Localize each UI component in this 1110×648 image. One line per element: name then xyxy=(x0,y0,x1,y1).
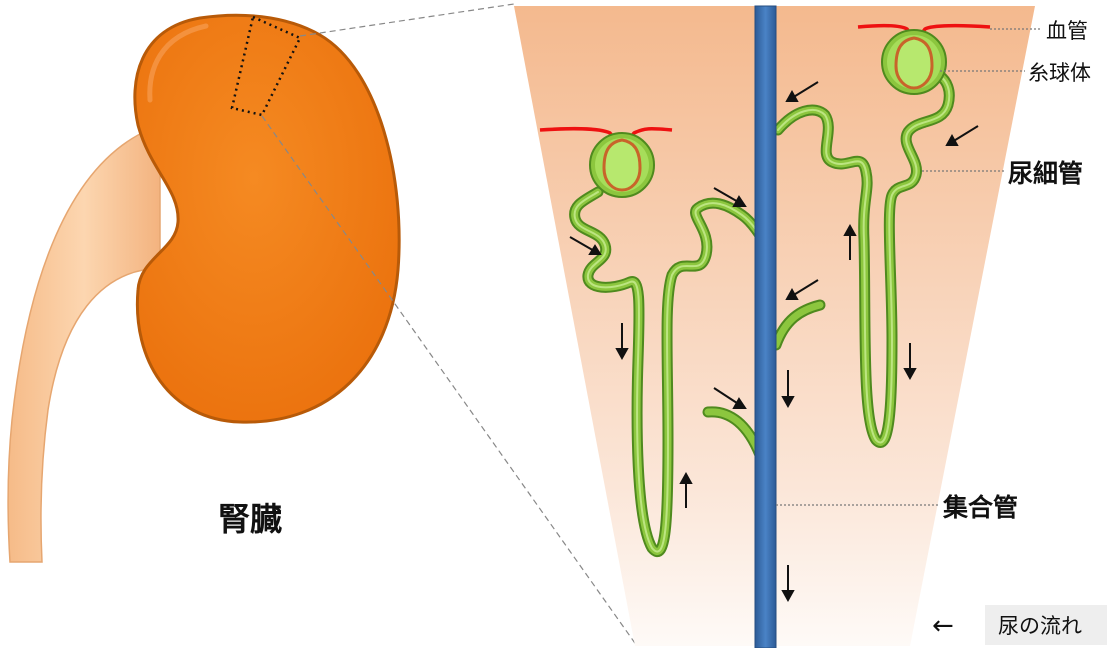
renal-tubule-label: 尿細管 xyxy=(1008,159,1083,188)
collecting-duct xyxy=(755,6,776,648)
zoom-guide-top xyxy=(300,4,514,36)
left-glomerulus xyxy=(590,133,654,197)
ureter xyxy=(8,130,160,562)
urine-flow-label: 尿の流れ xyxy=(998,614,1082,638)
collecting-duct-label: 集合管 xyxy=(942,493,1018,522)
glomerulus-label: 糸球体 xyxy=(1028,61,1091,85)
blood-vessel-label: 血管 xyxy=(1046,19,1088,43)
kidney xyxy=(135,15,399,422)
kidney-label: 腎臓 xyxy=(218,500,282,538)
legend-arrow-icon: ← xyxy=(932,611,954,641)
right-glomerulus xyxy=(882,30,946,94)
